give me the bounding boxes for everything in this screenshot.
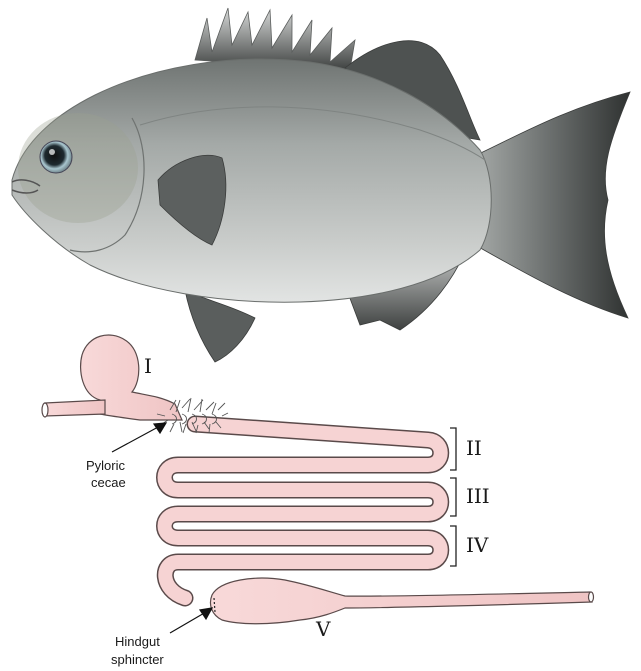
eye-highlight [49, 149, 55, 155]
label-hindgut-v: V [315, 617, 331, 641]
tail-fin [470, 92, 630, 318]
label-region-iv: IV [466, 533, 489, 557]
intestine-lumen [165, 424, 441, 598]
label-stomach-i: I [144, 354, 152, 378]
hindgut [210, 578, 592, 624]
head-tint [18, 113, 138, 223]
hindgut-opening [589, 592, 594, 602]
label-hindgut-line1: Hindgut [115, 634, 160, 649]
label-region-iii: III [466, 484, 490, 508]
esophagus [45, 400, 105, 416]
pyloric-arrow-shaft [112, 426, 160, 452]
fish-illustration [12, 8, 630, 362]
bracket-iii [450, 478, 456, 516]
bracket-iv [450, 526, 456, 566]
bracket-ii [450, 428, 456, 470]
hindgut-arrowhead [200, 608, 212, 619]
label-pyloric-line2: cecae [91, 475, 126, 490]
fish-eye [40, 141, 72, 173]
region-brackets [450, 428, 456, 566]
hindgut-arrow-shaft [170, 612, 206, 633]
esophagus-opening [42, 403, 48, 417]
label-pyloric-line1: Pyloric [86, 458, 126, 473]
label-region-ii: II [466, 436, 482, 460]
label-hindgut-line2: sphincter [111, 652, 164, 667]
